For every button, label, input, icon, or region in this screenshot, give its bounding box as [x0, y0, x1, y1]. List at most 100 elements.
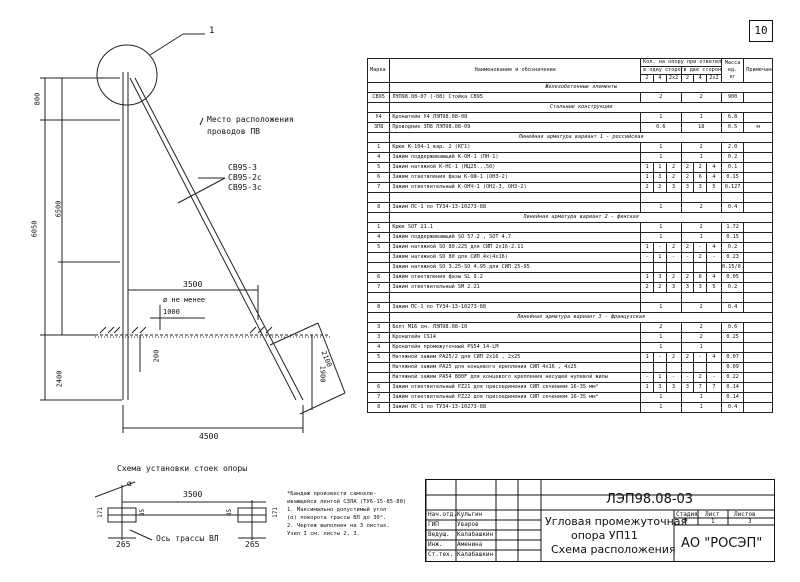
- table-cell: 2: [652, 282, 667, 293]
- table-cell: 1: [640, 332, 682, 343]
- role-1: Нач.отд.: [428, 511, 457, 518]
- dim-800: 800: [33, 92, 42, 106]
- table-cell: 1: [640, 392, 682, 403]
- table-cell: [743, 202, 773, 213]
- table-cell: Крюк К-104-1 вар. 2 (КГ1): [389, 142, 642, 153]
- table-cell: [706, 262, 722, 273]
- table-cell: Кронштейн промежуточный PS54 14-LM: [389, 342, 642, 353]
- pole-label-3: СВ95-3с: [228, 183, 262, 192]
- table-cell: [665, 262, 682, 273]
- table-cell: 1: [640, 202, 682, 213]
- table-cell: 3: [652, 382, 667, 393]
- table-cell: [743, 242, 773, 253]
- table-cell: 2: [665, 352, 682, 363]
- table-cell: 1: [640, 222, 682, 233]
- inclined-strut: [129, 77, 297, 401]
- stage-label: Стадия: [676, 511, 698, 518]
- table-cell: 2: [665, 242, 682, 253]
- table-cell: Зажим ПС-1 по ТУ34-13-10273-88: [389, 402, 642, 413]
- table-cell: 3: [693, 182, 707, 193]
- header-name: Наименование и обозначение: [389, 58, 642, 83]
- table-cell: [743, 142, 773, 153]
- table-cell: Проводник ЗП8 ЛЭП98.08-09: [389, 122, 642, 133]
- table-cell: -: [706, 372, 722, 383]
- title-line3: Схема расположения: [551, 543, 676, 556]
- scheme-dim-265b: 265: [245, 540, 260, 549]
- table-cell: 1: [366, 142, 391, 153]
- table-cell: 2: [693, 372, 707, 383]
- table-cell: -: [680, 252, 695, 263]
- table-cell: Кронштейн CS14: [389, 332, 642, 343]
- table-cell: 2: [640, 282, 654, 293]
- table-cell: Зажим ПС-1 по ТУ34-13-10273-88: [389, 302, 642, 313]
- table-cell: Зажим ответвительный PZ22 для присоедине…: [389, 392, 642, 403]
- scheme-dim-171a: 171: [96, 507, 104, 518]
- table-cell: [366, 362, 391, 373]
- table-cell: 1: [640, 302, 682, 313]
- table-cell: 6: [693, 172, 707, 183]
- table-cell: 8: [366, 302, 391, 313]
- table-section-row: Линейная арматура вариант 1 - российская: [366, 132, 773, 143]
- table-cell: 0.25: [720, 332, 745, 343]
- table-cell: 4: [706, 162, 722, 173]
- table-cell: 1: [640, 342, 682, 353]
- table-row: [366, 192, 773, 203]
- pole-label-2: СВ95-2с: [228, 173, 262, 182]
- table-cell: 7: [693, 382, 707, 393]
- scheme-dim-171b: 171: [271, 507, 279, 518]
- scheme-axis-label: Ось трассы ВЛ: [156, 534, 219, 543]
- table-cell: [366, 292, 391, 303]
- table-cell: Зажим ответвления фазы К-ОФ-1 (ОНЗ-2): [389, 172, 642, 183]
- table-cell: 4: [706, 172, 722, 183]
- table-section-row: Железобетонные элементы: [366, 82, 773, 93]
- table-cell: м: [743, 122, 773, 133]
- table-cell: [743, 322, 773, 333]
- table-cell: 0.15: [720, 232, 745, 243]
- table-cell: 18: [680, 122, 722, 133]
- table-cell: 1: [640, 232, 682, 243]
- scheme-dim-265a: 265: [116, 540, 131, 549]
- table-cell: 1: [640, 152, 682, 163]
- person-3: Калабашкин: [457, 531, 494, 538]
- table-cell: 2: [680, 162, 695, 173]
- sheets-value: 3: [748, 518, 752, 525]
- table-cell: [640, 362, 654, 373]
- table-cell: 0.2: [720, 152, 745, 163]
- table-cell: 1: [640, 352, 654, 363]
- table-cell: [640, 292, 682, 303]
- table-cell: [389, 192, 642, 203]
- table-cell: 0.127: [720, 182, 745, 193]
- sheet-label: Лист: [705, 511, 720, 518]
- table-cell: 1: [652, 162, 667, 173]
- table-cell: 3: [680, 282, 695, 293]
- table-cell: 5: [706, 182, 722, 193]
- table-cell: [743, 332, 773, 343]
- table-cell: [366, 102, 391, 113]
- table-cell: [693, 262, 707, 273]
- table-cell: [743, 172, 773, 183]
- table-cell: 1: [652, 372, 667, 383]
- note-line: (α) поворота трассы ВЛ до 30°.: [287, 515, 387, 521]
- table-cell: [680, 292, 722, 303]
- table-cell: [652, 262, 667, 273]
- table-cell: 900: [720, 92, 745, 103]
- table-cell: [743, 342, 773, 353]
- table-cell: 1: [640, 402, 682, 413]
- table-cell: [743, 192, 773, 203]
- table-cell: 0.2: [720, 242, 745, 253]
- table-cell: [366, 212, 391, 223]
- table-cell: [640, 262, 654, 273]
- table-cell: 2: [680, 302, 722, 313]
- table-cell: 0.2: [720, 282, 745, 293]
- table-cell: [720, 192, 745, 203]
- table-cell: 1.72: [720, 222, 745, 233]
- table-cell: [743, 282, 773, 293]
- table-cell: 1: [640, 172, 654, 183]
- table-cell: -: [665, 372, 682, 383]
